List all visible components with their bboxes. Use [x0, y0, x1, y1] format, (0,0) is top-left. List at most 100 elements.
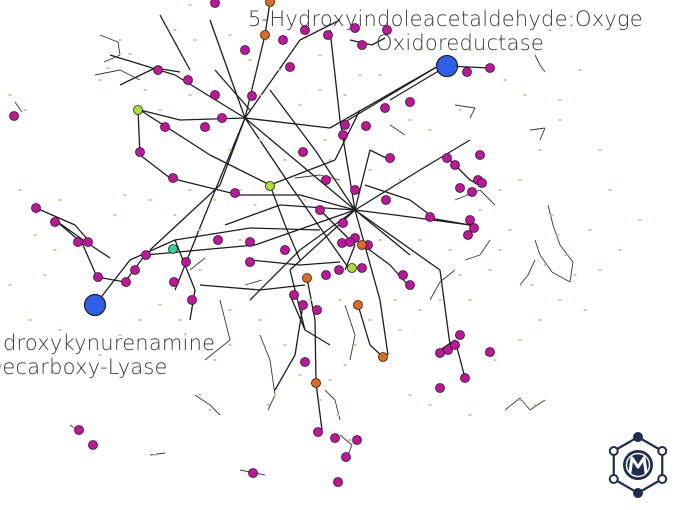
metabolite-node[interactable]	[50, 217, 60, 227]
metabolite-node[interactable]	[83, 237, 93, 247]
metabolite-node[interactable]	[130, 265, 140, 275]
metabolite-node[interactable]	[398, 270, 408, 280]
cofactor-node[interactable]	[357, 240, 367, 250]
compound_green-node[interactable]	[265, 181, 275, 191]
metabolite-node[interactable]	[323, 30, 333, 40]
metabolite-node[interactable]	[443, 345, 453, 355]
compound_green-node[interactable]	[133, 105, 143, 115]
metabolite-node[interactable]	[337, 238, 347, 248]
metabolite-node[interactable]	[31, 203, 41, 213]
cofactor-node[interactable]	[265, 0, 275, 7]
cofactor-node[interactable]	[311, 378, 321, 388]
enzyme-node[interactable]	[83, 293, 107, 317]
metabolite-node[interactable]	[405, 280, 415, 290]
metabolite-node[interactable]	[230, 188, 240, 198]
metabolite-node[interactable]	[341, 452, 351, 462]
metabolite-node[interactable]	[455, 183, 465, 193]
enzyme-node[interactable]	[435, 54, 459, 78]
metabolite-node[interactable]	[465, 215, 475, 225]
metabolite-node[interactable]	[181, 257, 191, 267]
metabolite-node[interactable]	[9, 111, 19, 121]
metabolite-node[interactable]	[350, 23, 360, 33]
metabolite-node[interactable]	[462, 67, 472, 77]
metabolite-node[interactable]	[463, 230, 473, 240]
metabolite-node[interactable]	[153, 65, 163, 75]
metabolite-node[interactable]	[240, 45, 250, 55]
metabolite-node[interactable]	[73, 237, 83, 247]
metabolite-node[interactable]	[210, 0, 220, 8]
metabolite-node[interactable]	[450, 340, 460, 350]
metabolite-node[interactable]	[435, 383, 445, 393]
metabolite-node[interactable]	[382, 25, 392, 35]
metabolite-node[interactable]	[475, 150, 485, 160]
metabolite-node[interactable]	[450, 160, 460, 170]
metabolite-node[interactable]	[313, 427, 323, 437]
metabolite-node[interactable]	[485, 347, 495, 357]
metabolite-node[interactable]	[385, 153, 395, 163]
metabolite-node[interactable]	[187, 295, 197, 305]
metabolite-node[interactable]	[380, 103, 390, 113]
metabolite-node[interactable]	[485, 63, 495, 73]
metabolite-node[interactable]	[245, 257, 255, 267]
compound_green-node[interactable]	[347, 263, 357, 273]
metabolite-node[interactable]	[312, 305, 322, 315]
metabolite-node[interactable]	[121, 277, 131, 287]
metabolite-node[interactable]	[338, 130, 348, 140]
metabolite-node[interactable]	[381, 195, 391, 205]
metabolite-node[interactable]	[338, 218, 348, 228]
metabolite-node[interactable]	[160, 122, 170, 132]
metabolite-node[interactable]	[298, 300, 308, 310]
metabolite-node[interactable]	[333, 477, 343, 487]
metabolite-node[interactable]	[330, 433, 340, 443]
metabolite-node[interactable]	[425, 212, 435, 222]
metabolite-node[interactable]	[278, 35, 288, 45]
reaction-node	[378, 239, 382, 241]
metabolite-node[interactable]	[210, 90, 220, 100]
metabolite-node[interactable]	[300, 357, 310, 367]
metabolite-node[interactable]	[289, 290, 299, 300]
metabolite-node[interactable]	[88, 440, 98, 450]
metabolite-node[interactable]	[321, 270, 331, 280]
metabolite-node[interactable]	[135, 147, 145, 157]
metabolite-node[interactable]	[248, 468, 258, 478]
metabolite-node[interactable]	[345, 237, 355, 247]
metabolite-node[interactable]	[93, 272, 103, 282]
compound_teal-node[interactable]	[168, 244, 178, 254]
metabolite-node[interactable]	[74, 425, 84, 435]
metabolite-node[interactable]	[361, 121, 371, 131]
metabolite-node[interactable]	[455, 330, 465, 340]
metabolite-node[interactable]	[298, 147, 308, 157]
metabolite-node[interactable]	[442, 153, 452, 163]
cofactor-node[interactable]	[260, 30, 270, 40]
metabolite-node[interactable]	[300, 25, 310, 35]
metabolite-node[interactable]	[405, 97, 415, 107]
metabolite-node[interactable]	[169, 277, 179, 287]
metabolite-node[interactable]	[469, 223, 479, 233]
metabolite-node[interactable]	[213, 235, 223, 245]
metabolite-node[interactable]	[245, 237, 255, 247]
metabolite-node[interactable]	[477, 178, 487, 188]
metabolite-node[interactable]	[340, 120, 350, 130]
cofactor-node[interactable]	[302, 273, 312, 283]
metabolite-node[interactable]	[350, 185, 360, 195]
metabolite-node[interactable]	[321, 175, 331, 185]
metabolite-node[interactable]	[357, 263, 367, 273]
metabolite-node[interactable]	[467, 187, 477, 197]
metabolite-node[interactable]	[285, 62, 295, 72]
cofactor-node[interactable]	[378, 352, 388, 362]
metabolite-node[interactable]	[334, 265, 344, 275]
network-edge	[94, 69, 121, 76]
metabolite-node[interactable]	[217, 113, 227, 123]
metabolite-node[interactable]	[315, 205, 325, 215]
metabolite-node[interactable]	[168, 173, 178, 183]
metabolite-node[interactable]	[280, 245, 290, 255]
metabolite-node[interactable]	[200, 122, 210, 132]
metabolite-node[interactable]	[352, 435, 362, 445]
metabolite-node[interactable]	[460, 373, 470, 383]
metabolite-node[interactable]	[357, 40, 367, 50]
metabolite-node[interactable]	[183, 75, 193, 85]
metabolite-node[interactable]	[247, 91, 257, 101]
cofactor-node[interactable]	[353, 300, 363, 310]
metabolite-node[interactable]	[141, 250, 151, 260]
